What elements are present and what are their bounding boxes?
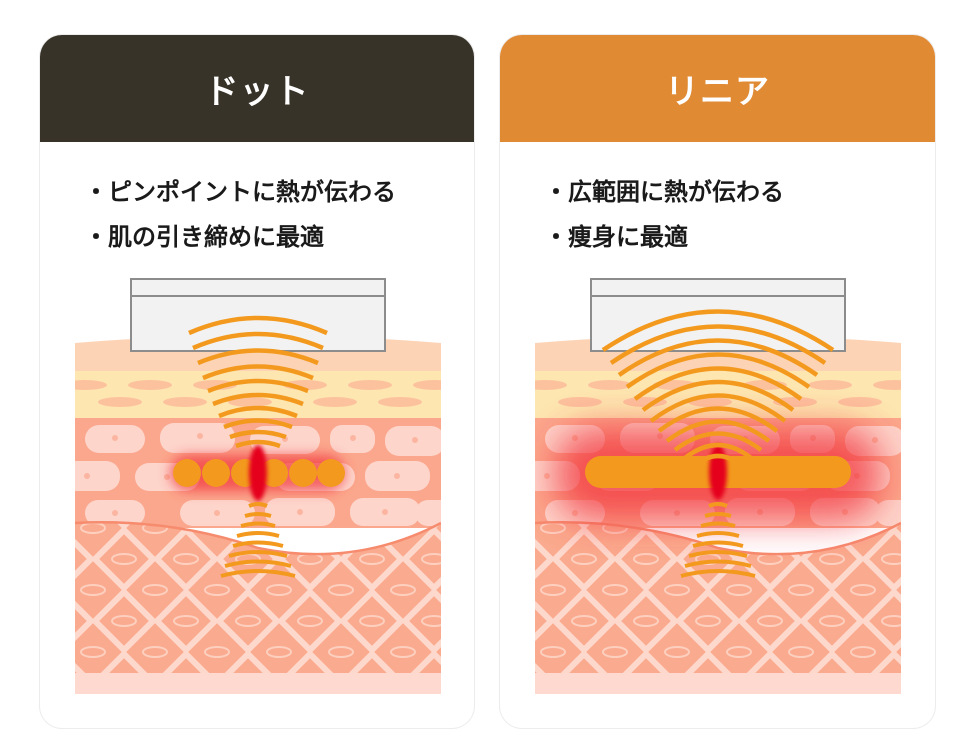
linear-feature-item: ・広範囲に熱が伝わる xyxy=(544,178,784,206)
dot-heating-illustration xyxy=(75,278,441,694)
heat-dots-icon xyxy=(173,459,345,487)
dot-feature-list: ・ピンポイントに熱が伝わる ・肌の引き締めに最適 xyxy=(84,170,396,260)
linear-feature-item: ・痩身に最適 xyxy=(544,223,688,251)
dot-feature-item: ・肌の引き締めに最適 xyxy=(84,223,324,251)
dot-panel-header: ドット xyxy=(40,35,474,142)
dot-panel-title: ドット xyxy=(204,72,310,112)
linear-panel-title: リニア xyxy=(665,72,770,112)
ultrasound-wave-icon xyxy=(188,315,328,449)
ultrasound-wave-icon xyxy=(601,309,835,467)
ultrasound-wave-icon xyxy=(680,502,756,578)
dot-panel: ドット ・ピンポイントに熱が伝わる ・肌の引き締めに最適 xyxy=(40,35,474,728)
linear-heating-illustration xyxy=(535,278,901,694)
linear-panel: リニア ・広範囲に熱が伝わる ・痩身に最適 xyxy=(500,35,935,728)
linear-feature-list: ・広範囲に熱が伝わる ・痩身に最適 xyxy=(544,170,784,260)
ultrasound-wave-icon xyxy=(220,502,296,578)
linear-panel-header: リニア xyxy=(500,35,935,142)
dot-feature-item: ・ピンポイントに熱が伝わる xyxy=(84,178,396,206)
